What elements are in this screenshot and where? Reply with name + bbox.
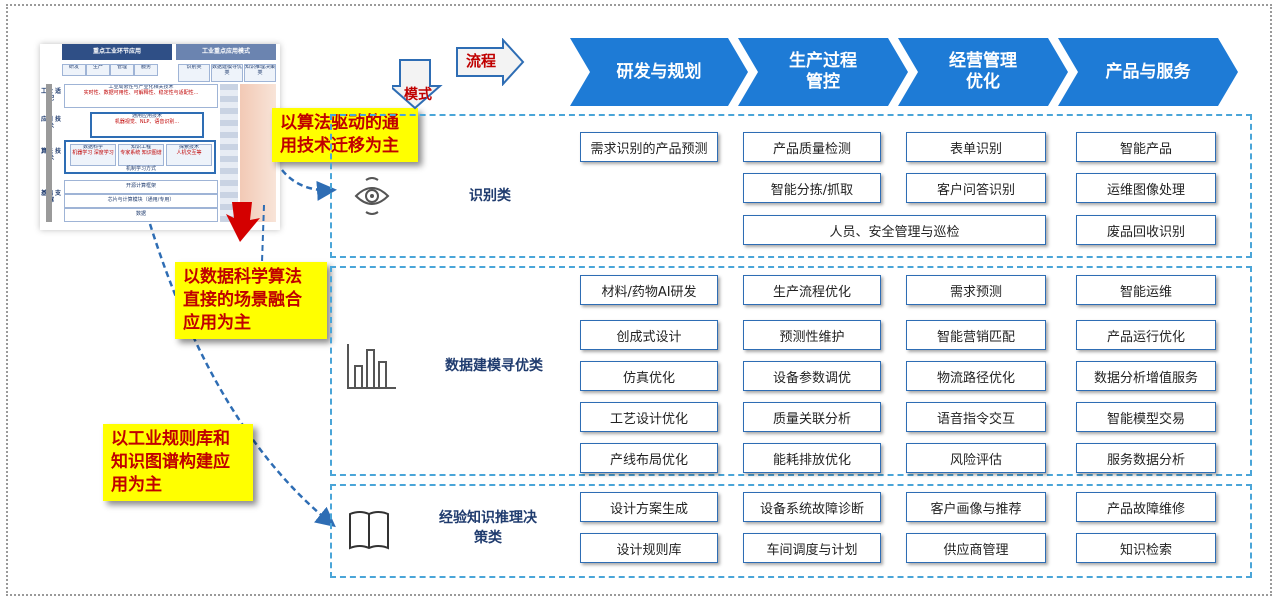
thumb-cell: 探索技术人机交互等 bbox=[166, 144, 212, 166]
scenario-box: 产品质量检测 bbox=[743, 132, 881, 162]
section-knowledge-reasoning bbox=[330, 484, 1252, 578]
callout-algorithm-driven: 以算法驱动的通 用技术迁移为主 bbox=[272, 108, 418, 162]
scenario-box: 智能模型交易 bbox=[1076, 402, 1216, 432]
process-arrow-icon bbox=[456, 38, 525, 86]
category-label-data-modeling: 数据建模寻优类 bbox=[445, 358, 543, 374]
scenario-box: 知识检索 bbox=[1076, 533, 1216, 563]
scenario-box: 产品运行优化 bbox=[1076, 320, 1216, 350]
scenario-box: 废品回收识别 bbox=[1076, 215, 1216, 245]
scenario-box: 智能运维 bbox=[1076, 275, 1216, 305]
thumb-row-sub: 实时性、数据可用性、可解释性、稳定性与适配性... bbox=[83, 89, 199, 96]
phase-rd-planning: 研发与规划 bbox=[570, 38, 748, 106]
eye-icon bbox=[354, 177, 390, 215]
scenario-box: 设备系统故障诊断 bbox=[743, 492, 881, 522]
thumb-cell-title: 探索技术 bbox=[178, 144, 199, 150]
thumb-row-title: 工业局限性与产业化相关技术 bbox=[108, 84, 174, 90]
scenario-box: 创成式设计 bbox=[580, 320, 718, 350]
mode-arrow-icon bbox=[392, 59, 443, 110]
thumb-base-line: 数据 bbox=[64, 208, 218, 222]
thumb-side-bar bbox=[240, 84, 276, 222]
process-arrow-label: 流程 bbox=[466, 52, 497, 70]
scenario-box: 设计方案生成 bbox=[580, 492, 718, 522]
thumb-tab: 研发 bbox=[62, 64, 86, 76]
scenario-box: 需求预测 bbox=[906, 275, 1046, 305]
book-icon bbox=[349, 511, 389, 550]
scenario-box: 客户画像与推荐 bbox=[906, 492, 1046, 522]
thumb-row-sub: 机器视觉、NLP、语音识别... bbox=[114, 118, 180, 125]
section-data-modeling bbox=[330, 266, 1252, 476]
thumb-header-left: 重点工业环节应用 bbox=[62, 44, 172, 60]
red-down-arrow-icon bbox=[226, 202, 260, 242]
thumb-row-title: 通用应用技术 bbox=[131, 113, 162, 119]
thumb-base-line: 芯片与计算模块（通用/专用） bbox=[64, 194, 218, 208]
thumb-cell-sub: 机器学习 深度学习 bbox=[72, 149, 114, 156]
framework-thumbnail: 重点工业环节应用 工业重点应用模式 研发 生产 管理 服务 识别类 数据建模寻优… bbox=[40, 44, 280, 230]
thumb-tab: 知识推理决策类 bbox=[244, 64, 276, 82]
scenario-box: 物流路径优化 bbox=[906, 361, 1046, 391]
thumb-tab: 数据建模寻优类 bbox=[211, 64, 243, 82]
thumb-tab: 生产 bbox=[86, 64, 110, 76]
scenario-box: 仿真优化 bbox=[580, 361, 718, 391]
outer-frame bbox=[6, 4, 1272, 596]
category-label-recognition: 识别类 bbox=[469, 188, 511, 204]
scenario-box: 运维图像处理 bbox=[1076, 173, 1216, 203]
scenario-box-wide: 人员、安全管理与巡检 bbox=[743, 215, 1046, 245]
thumb-cell-sub: 人机交互等 bbox=[176, 149, 202, 156]
thumb-header-right: 工业重点应用模式 bbox=[176, 44, 276, 60]
mode-arrow-label: 模式 bbox=[404, 87, 432, 103]
scenario-box: 预测性维护 bbox=[743, 320, 881, 350]
callout-data-science: 以数据科学算法 直接的场景融合 应用为主 bbox=[175, 262, 327, 339]
scenario-box: 设计规则库 bbox=[580, 533, 718, 563]
scenario-box: 智能营销匹配 bbox=[906, 320, 1046, 350]
thumb-cell-title: 知识工程 bbox=[130, 144, 151, 150]
scenario-box: 语音指令交互 bbox=[906, 402, 1046, 432]
thumb-tab: 管理 bbox=[110, 64, 134, 76]
thumb-cell-sub: 专家系统 知识图谱 bbox=[120, 149, 162, 156]
thumb-row: 工业局限性与产业化相关技术 实时性、数据可用性、可解释性、稳定性与适配性... bbox=[64, 84, 218, 108]
scenario-box: 设备参数调优 bbox=[743, 361, 881, 391]
scenario-box: 智能产品 bbox=[1076, 132, 1216, 162]
phase-product-service: 产品与服务 bbox=[1058, 38, 1238, 106]
section-recognition bbox=[330, 114, 1252, 258]
phase-production-control: 生产过程 管控 bbox=[738, 38, 908, 106]
thumb-arrow-bar bbox=[46, 84, 52, 222]
scenario-box: 材料/药物AI研发 bbox=[580, 275, 718, 305]
thumb-note: 机制学习方式 bbox=[125, 166, 156, 172]
thumb-side-bar bbox=[220, 84, 238, 222]
phase-operations-optimization: 经营管理 优化 bbox=[898, 38, 1068, 106]
thumb-cell: 数据科学机器学习 深度学习 bbox=[70, 144, 116, 166]
scenario-box: 生产流程优化 bbox=[743, 275, 881, 305]
thumb-tab: 识别类 bbox=[178, 64, 210, 82]
scenario-box: 数据分析增值服务 bbox=[1076, 361, 1216, 391]
scenario-box: 需求识别的产品预测 bbox=[580, 132, 718, 162]
scenario-box: 供应商管理 bbox=[906, 533, 1046, 563]
thumb-algo-block: 数据科学机器学习 深度学习 知识工程专家系统 知识图谱 探索技术人机交互等 机制… bbox=[64, 140, 216, 174]
scenario-box: 工艺设计优化 bbox=[580, 402, 718, 432]
bar-chart-icon bbox=[347, 344, 396, 389]
callout-knowledge-graph: 以工业规则库和 知识图谱构建应 用为主 bbox=[103, 424, 253, 501]
category-label-knowledge-reasoning: 经验知识推理决 策类 bbox=[439, 510, 537, 546]
scenario-box: 客户问答识别 bbox=[906, 173, 1046, 203]
scenario-box: 服务数据分析 bbox=[1076, 443, 1216, 473]
thumb-row: 通用应用技术 机器视觉、NLP、语音识别... bbox=[90, 112, 204, 138]
scenario-box: 智能分拣/抓取 bbox=[743, 173, 881, 203]
thumb-base-line: 开源计算框架 bbox=[64, 180, 218, 194]
thumb-tab: 服务 bbox=[134, 64, 158, 76]
thumb-cell-title: 数据科学 bbox=[82, 144, 103, 150]
scenario-box: 风险评估 bbox=[906, 443, 1046, 473]
scenario-box: 质量关联分析 bbox=[743, 402, 881, 432]
scenario-box: 产线布局优化 bbox=[580, 443, 718, 473]
thumb-cell: 知识工程专家系统 知识图谱 bbox=[118, 144, 164, 166]
scenario-box: 车间调度与计划 bbox=[743, 533, 881, 563]
scenario-box: 能耗排放优化 bbox=[743, 443, 881, 473]
scenario-box: 表单识别 bbox=[906, 132, 1046, 162]
scenario-box: 产品故障维修 bbox=[1076, 492, 1216, 522]
